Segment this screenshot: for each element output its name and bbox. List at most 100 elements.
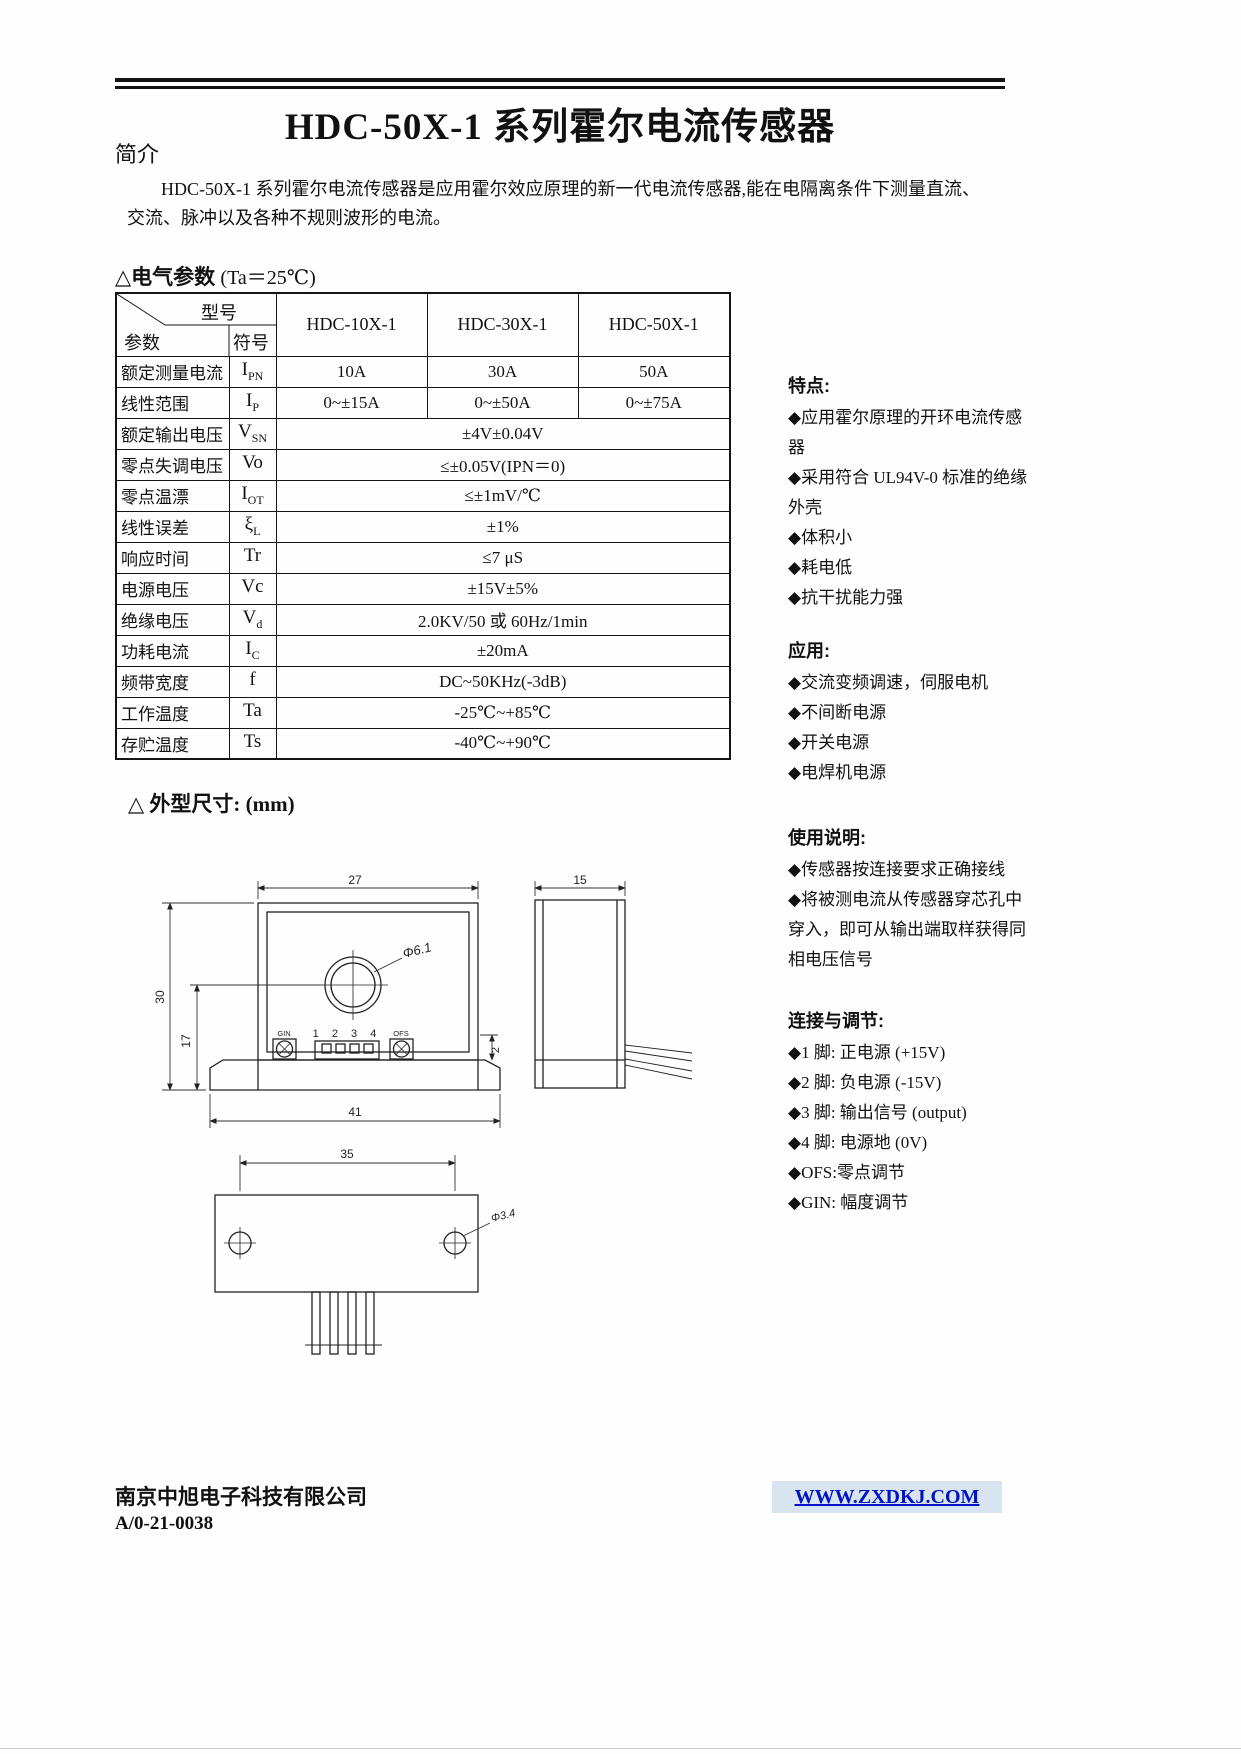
- front-view: [209, 902, 501, 1091]
- side-view-dimensions: [534, 881, 626, 896]
- param-symbol: VSN: [228, 417, 277, 450]
- table-corner-cell: 型号 参数 符号: [115, 292, 277, 357]
- dim-hole-spacing: 35: [340, 1147, 354, 1161]
- param-symbol: f: [228, 665, 277, 698]
- param-name: 频带宽度: [115, 665, 230, 698]
- dim-front-top-width: 27: [348, 873, 362, 887]
- param-name: 功耗电流: [115, 634, 230, 667]
- application-item: ◆不间断电源: [788, 703, 887, 722]
- dim-hole-diameter: Φ6.1: [401, 939, 433, 961]
- right-column: 特点: ◆应用霍尔原理的开环电流传感器 ◆采用符合 UL94V-0 标准的绝缘外…: [788, 372, 1038, 1218]
- pin-numbers-label: 1 2 3 4: [313, 1028, 382, 1040]
- param-value: ±15V±5%: [275, 572, 731, 605]
- table-row: 绝缘电压 Vd 2.0KV/50 或 60Hz/1min: [115, 603, 731, 636]
- applications-heading: 应用:: [788, 641, 830, 661]
- bottom-view-dimensions: [239, 1155, 491, 1237]
- table-row: 零点温漂 IOT ≤±1mV/℃: [115, 479, 731, 512]
- page-bottom-edge: [0, 1748, 1241, 1749]
- dim-front-height: 30: [153, 990, 167, 1004]
- connection-item: ◆OFS:零点调节: [788, 1163, 905, 1182]
- feature-item: ◆应用霍尔原理的开环电流传感器: [788, 408, 1023, 457]
- param-name: 额定输出电压: [115, 417, 230, 450]
- table-row: 额定测量电流 IPN 10A 30A 50A: [115, 355, 731, 388]
- feature-item: ◆体积小: [788, 528, 853, 547]
- param-value: -40℃~+90℃: [275, 727, 731, 760]
- usage-item: ◆传感器按连接要求正确接线: [788, 860, 1006, 879]
- param-value: ≤7 μS: [275, 541, 731, 574]
- features-heading: 特点:: [788, 376, 830, 396]
- table-row: 线性误差 ξL ±1%: [115, 510, 731, 543]
- usage-item: ◆将被测电流从传感器穿芯孔中穿入，即可从输出端取样获得同相电压信号: [788, 890, 1026, 969]
- bottom-pins: [305, 1291, 382, 1355]
- param-value: -25℃~+85℃: [275, 696, 731, 729]
- model-header: HDC-50X-1: [577, 292, 731, 357]
- params-section-heading: △电气参数 (Ta＝25℃): [115, 261, 316, 291]
- dimension-drawings: 27 30 17 2 41 Φ6.1 1 2 3 4 GIN OFS 15 35…: [153, 873, 693, 1355]
- connections-section: 连接与调节: ◆1 脚: 正电源 (+15V) ◆2 脚: 负电源 (-15V)…: [788, 1007, 1038, 1218]
- pin-connector: [314, 1040, 380, 1060]
- param-symbol: IC: [228, 634, 277, 667]
- table-row: 存贮温度 Ts -40℃~+90℃: [115, 727, 731, 760]
- param-symbol: Ts: [228, 727, 277, 760]
- ofs-label: OFS: [393, 1029, 408, 1038]
- gin-label: GIN: [277, 1029, 290, 1038]
- connection-item: ◆3 脚: 输出信号 (output): [788, 1103, 967, 1122]
- website-link[interactable]: WWW.ZXDKJ.COM: [794, 1486, 980, 1508]
- params-condition: (Ta＝25℃): [220, 267, 316, 289]
- param-symbol: Vc: [228, 572, 277, 605]
- param-name: 零点失调电压: [115, 448, 230, 481]
- param-value: ≤±0.05V(IPN＝0): [275, 448, 731, 481]
- table-row: 工作温度 Ta -25℃~+85℃: [115, 696, 731, 729]
- application-item: ◆开关电源: [788, 733, 870, 752]
- connection-item: ◆1 脚: 正电源 (+15V): [788, 1043, 946, 1062]
- param-symbol: ξL: [228, 510, 277, 543]
- side-view: [534, 899, 693, 1089]
- footer-doc-number: A/0-21-0038: [115, 1513, 214, 1534]
- feature-item: ◆抗干扰能力强: [788, 588, 904, 607]
- gin-potentiometer: [272, 1038, 297, 1060]
- output-wires: [624, 1044, 693, 1080]
- param-symbol: Tr: [228, 541, 277, 574]
- table-row: 响应时间 Tr ≤7 μS: [115, 541, 731, 574]
- application-item: ◆交流变频调速，伺服电机: [788, 673, 989, 692]
- param-symbol: Vo: [228, 448, 277, 481]
- ofs-potentiometer: [389, 1038, 414, 1060]
- features-section: 特点: ◆应用霍尔原理的开环电流传感器 ◆采用符合 UL94V-0 标准的绝缘外…: [788, 372, 1038, 613]
- applications-section: 应用: ◆交流变频调速，伺服电机 ◆不间断电源 ◆开关电源 ◆电焊机电源: [788, 637, 1038, 788]
- param-symbol: Ta: [228, 696, 277, 729]
- param-name: 响应时间: [115, 541, 230, 574]
- dim-front-offset: 2: [490, 1047, 502, 1053]
- application-item: ◆电焊机电源: [788, 763, 887, 782]
- dim-front-inner-height: 17: [179, 1034, 193, 1048]
- dim-front-bottom-width: 41: [348, 1105, 362, 1119]
- param-name: 线性范围: [115, 386, 230, 419]
- dimensions-heading: △ 外型尺寸: (mm): [128, 792, 295, 816]
- model-header: HDC-30X-1: [426, 292, 579, 357]
- param-name: 电源电压: [115, 572, 230, 605]
- param-value: 50A: [577, 355, 731, 388]
- table-row: 频带宽度 f DC~50KHz(-3dB): [115, 665, 731, 698]
- params-table: 型号 参数 符号 HDC-10X-1 HDC-30X-1 HDC-50X-1 额…: [115, 292, 731, 760]
- param-symbol: IPN: [228, 355, 277, 388]
- param-value: 0~±75A: [577, 386, 731, 419]
- param-value: 10A: [275, 355, 428, 388]
- param-value: DC~50KHz(-3dB): [275, 665, 731, 698]
- connection-item: ◆2 脚: 负电源 (-15V): [788, 1073, 942, 1092]
- param-name: 工作温度: [115, 696, 230, 729]
- intro-paragraph: HDC-50X-1 系列霍尔电流传感器是应用霍尔效应原理的新一代电流传感器,能在…: [127, 179, 980, 228]
- param-name: 线性误差: [115, 510, 230, 543]
- usage-heading: 使用说明:: [788, 828, 866, 848]
- footer-company: 南京中旭电子科技有限公司: [115, 1486, 367, 1509]
- corner-label-symbol: 符号: [233, 333, 269, 353]
- param-value: ±20mA: [275, 634, 731, 667]
- table-row: 线性范围 IP 0~±15A 0~±50A 0~±75A: [115, 386, 731, 419]
- param-symbol: IP: [228, 386, 277, 419]
- params-heading-text: △电气参数: [115, 265, 216, 289]
- model-header: HDC-10X-1: [275, 292, 428, 357]
- param-symbol: IOT: [228, 479, 277, 512]
- param-value: ±1%: [275, 510, 731, 543]
- footer-website: WWW.ZXDKJ.COM: [772, 1481, 1002, 1513]
- dim-mount-hole-diameter: Φ3.4: [490, 1207, 517, 1225]
- bottom-view: [214, 1194, 479, 1355]
